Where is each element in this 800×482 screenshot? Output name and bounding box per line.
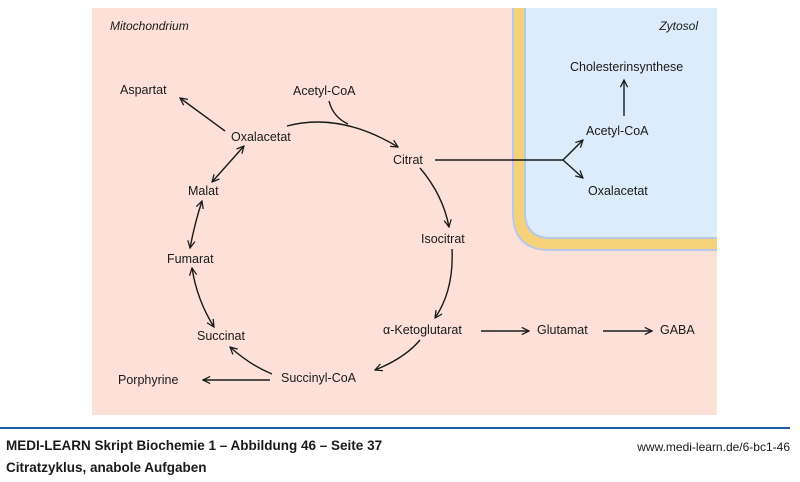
footer-title: MEDI-LEARN Skript Biochemie 1 – Abbildun…	[6, 438, 383, 453]
arrow-citrat-isocitrat	[419, 167, 449, 227]
node-acetylcoa-mito: Acetyl-CoA	[293, 84, 356, 98]
node-isocitrat: Isocitrat	[421, 232, 465, 246]
arrow-oxalacetat-citrat	[286, 121, 398, 147]
node-porphyrine: Porphyrine	[118, 373, 178, 387]
arrow-isocitrat-ketoglutarat	[435, 248, 453, 318]
arrow-succinylcoa-succinat	[230, 347, 273, 375]
footer-url[interactable]: www.medi-learn.de/6-bc1-46	[637, 440, 790, 454]
node-succinylcoa: Succinyl-CoA	[281, 371, 357, 385]
node-malat: Malat	[188, 184, 219, 198]
node-cholesterinsynthese: Cholesterinsynthese	[570, 60, 683, 74]
arrow-oxalacetat-malat	[212, 146, 244, 182]
node-gaba: GABA	[660, 323, 695, 337]
node-succinat: Succinat	[197, 329, 245, 343]
footer-divider	[0, 427, 790, 429]
arrow-fumarat-succinat	[192, 268, 214, 327]
arrow-oxalacetat-aspartat	[180, 98, 226, 132]
node-oxalacetat-mito: Oxalacetat	[231, 130, 291, 144]
arrow-acetylcoa-joining	[328, 100, 349, 125]
arrow-to-oxalacetat-zyto	[562, 159, 583, 178]
footer-subtitle: Citratzyklus, anabole Aufgaben	[6, 460, 207, 475]
arrow-ketoglutarat-succinylcoa	[375, 339, 421, 370]
node-glutamat: Glutamat	[537, 323, 588, 337]
zytosol-label: Zytosol	[658, 19, 698, 33]
arrow-malat-fumarat	[190, 201, 202, 248]
node-citrat: Citrat	[393, 153, 423, 167]
node-fumarat: Fumarat	[167, 252, 214, 266]
node-acetylcoa-zyto: Acetyl-CoA	[586, 124, 649, 138]
node-ketoglutarat: α-Ketoglutarat	[383, 323, 462, 337]
node-aspartat: Aspartat	[120, 83, 167, 97]
arrow-to-acetylcoa-zyto	[562, 140, 583, 161]
mitochondrium-label: Mitochondrium	[110, 19, 189, 33]
zytosol-region	[526, 8, 717, 237]
node-oxalacetat-zyto: Oxalacetat	[588, 184, 648, 198]
